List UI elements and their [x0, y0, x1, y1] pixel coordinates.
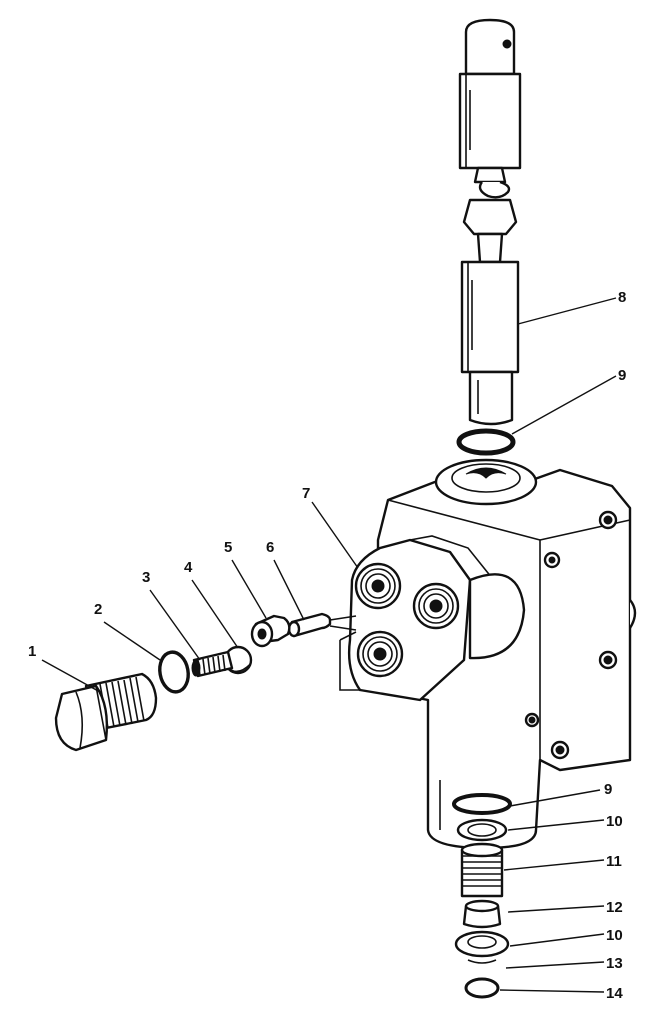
callout-2: 2 — [94, 601, 102, 618]
callout-11: 11 — [606, 853, 622, 870]
leader-lines — [41, 297, 617, 993]
callout-9-upper: 9 — [618, 367, 626, 384]
callout-10-upper: 10 — [606, 813, 623, 830]
callout-labels: 1 2 3 4 5 6 7 8 9 9 10 11 12 10 13 14 — [28, 289, 626, 1002]
bottom-stack-parts — [452, 793, 512, 999]
plug-part — [54, 672, 158, 752]
callout-13: 13 — [606, 955, 623, 972]
callout-14: 14 — [606, 985, 623, 1002]
callout-5: 5 — [224, 539, 232, 556]
spring-part — [191, 650, 234, 678]
callout-1: 1 — [28, 643, 36, 660]
upper-o-ring-part — [456, 428, 516, 456]
callout-4: 4 — [184, 559, 193, 576]
callout-3: 3 — [142, 569, 150, 586]
callout-8: 8 — [618, 289, 626, 306]
callout-9-lower: 9 — [604, 781, 612, 798]
callout-12: 12 — [606, 899, 623, 916]
spool-part — [458, 18, 522, 426]
pin-part — [287, 612, 357, 638]
callout-6: 6 — [266, 539, 274, 556]
poppet-part — [250, 614, 291, 648]
callout-7: 7 — [302, 485, 310, 502]
o-ring-part — [158, 650, 190, 694]
callout-10-lower: 10 — [606, 927, 623, 944]
valve-body-part — [339, 458, 637, 850]
